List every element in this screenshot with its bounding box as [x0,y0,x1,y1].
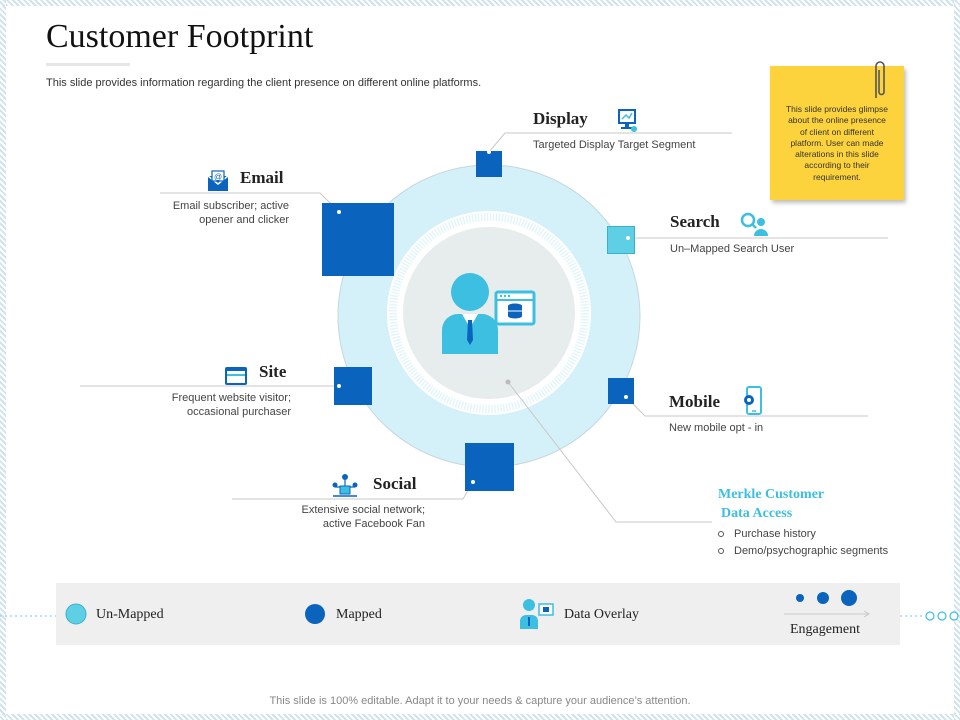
email-description: Email subscriber; active opener and clic… [120,199,289,227]
page-subtitle: This slide provides information regardin… [46,77,482,89]
merkle-list-item: Purchase history [718,526,888,543]
email-label: Email [240,168,284,187]
search-pin [626,236,630,240]
email-square [322,203,394,276]
email-description-line-2: opener and clicker [199,214,289,226]
unmapped-swatch-icon [65,603,87,625]
search-label: Search [670,212,720,231]
engagement-scale-icon [784,590,870,618]
site-description-line-1: Frequent website visitor; [171,392,291,404]
social-description-line-2: active Facebook Fan [322,518,425,530]
merkle-title-line-2: Data Access [721,506,793,521]
footer-note: This slide is 100% editable. Adapt it to… [269,695,691,707]
display-pin [487,150,491,154]
ring-texture [389,213,589,413]
search-square [607,226,635,254]
site-pin [337,384,341,388]
title-underline [46,63,130,66]
email-envelope-icon: @ [207,170,229,191]
mobile-square [608,378,634,404]
merkle-pin [505,379,511,385]
social-description: Extensive social network; active Faceboo… [250,503,426,531]
inner-circle [403,227,575,399]
social-label: Social [373,474,417,493]
data-overlay-icon [520,599,554,629]
legend-mapped-label: Mapped [336,607,382,622]
legend-dotted-line [0,611,959,621]
mobile-pin [624,395,628,399]
site-description-line-2: occasional purchaser [187,406,291,418]
search-description: Un–Mapped Search User [670,243,795,255]
svg-text:@: @ [214,173,222,182]
site-label: Site [259,362,287,381]
website-browser-icon [225,367,247,385]
social-pin [471,480,475,484]
display-label: Display [533,109,588,128]
display-description: Targeted Display Target Segment [533,139,696,151]
mapped-swatch-icon [305,604,325,624]
sticky-note-text: This slide provides glimpse about the on… [785,104,889,182]
bullet-icon [718,531,724,538]
sticky-note: This slide provides glimpse about the on… [770,66,904,200]
search-user-icon [740,212,768,236]
merkle-title: Merkle Customer Data Access [718,485,824,523]
merkle-list: Purchase history Demo/psychographic segm… [718,526,888,560]
paperclip-icon [875,61,885,98]
display-square [476,151,502,177]
merkle-title-line-1: Merkle Customer [718,487,825,502]
legend-engagement-label: Engagement [790,622,860,637]
social-description-line-1: Extensive social network; [301,504,426,516]
mobile-phone-icon [744,386,762,415]
merkle-item-text: Demo/psychographic segments [734,545,889,557]
mobile-label: Mobile [669,392,720,411]
merkle-list-item: Demo/psychographic segments [718,543,888,560]
site-description: Frequent website visitor; occasional pur… [120,391,291,419]
email-pin [337,210,341,214]
display-monitor-icon [618,109,637,132]
social-network-icon [332,474,358,497]
page-title: Customer Footprint [46,18,314,55]
legend-panel: Un-Mapped Mapped Data Overlay Engagement [56,583,900,645]
legend-unmapped-label: Un-Mapped [96,607,164,622]
bullet-icon [718,548,724,555]
mobile-description: New mobile opt - in [669,422,764,434]
email-description-line-1: Email subscriber; active [172,200,289,212]
user-database-icon [442,273,536,354]
legend-overlay-label: Data Overlay [564,607,640,622]
merkle-item-text: Purchase history [734,528,816,540]
